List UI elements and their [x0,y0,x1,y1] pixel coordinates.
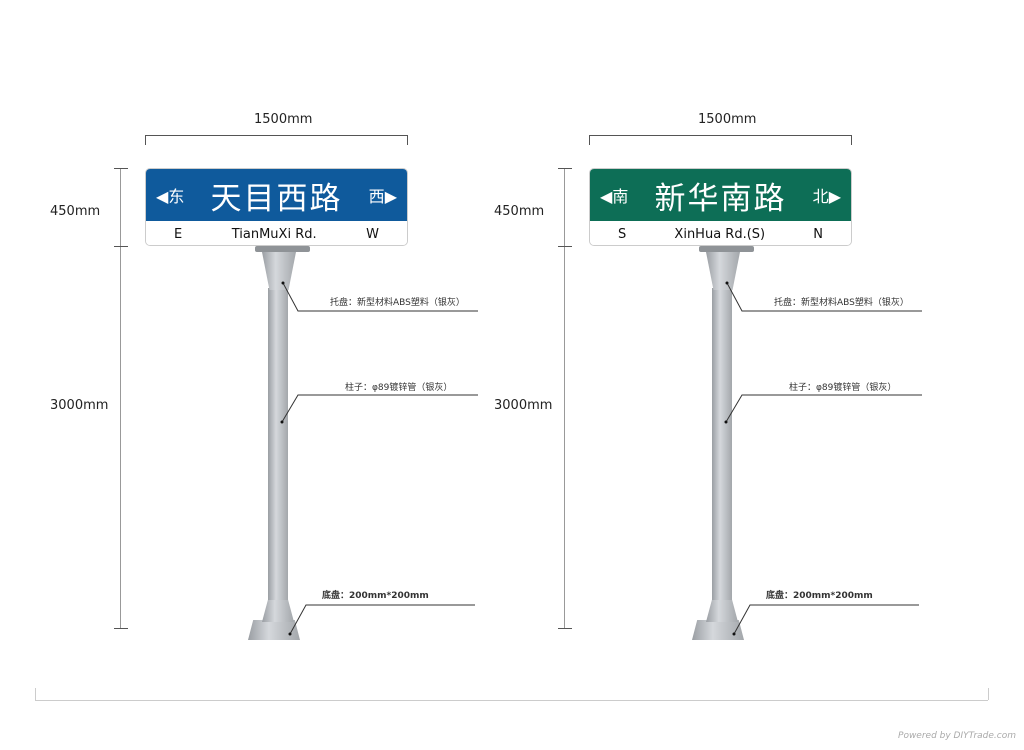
base-plate [692,620,744,640]
callout-leaders [280,281,478,636]
left-direction-text: 东 [168,187,185,206]
sign-panel: ◀东 天目西路 西▶ [146,169,407,221]
base-callout: 底盘：200mm*200mm [322,591,429,601]
dimension-tick [114,168,128,169]
sign-english-row: S XinHua Rd.(S) N [590,221,851,245]
street-name: 天目西路 [210,180,343,217]
right-direction-en: W [366,226,379,242]
right-direction: 北▶ [812,187,841,206]
divider-tick [35,688,36,700]
left-direction: ◀东 [156,187,185,206]
footer-watermark: Powered by DIYTrade.com [898,731,1016,741]
dimension-tick [558,628,572,629]
dimension-tick [114,628,128,629]
divider-tick [988,688,989,700]
street-sign: ◀南 新华南路 北▶ S XinHua Rd.(S) N [589,168,852,246]
base-plate [248,620,300,640]
sign-panel: ◀南 新华南路 北▶ [590,169,851,221]
street-name-en: XinHua Rd.(S) [674,226,766,242]
right-direction-text: 西 [368,187,385,206]
height-dimension-line [564,168,565,628]
dimension-tick [407,135,408,145]
height-dimension-line [120,168,121,628]
sign-height-label: 450mm [50,204,101,219]
tray-callout: 托盘：新型材料ABS塑料（银灰） [330,298,465,308]
right-direction-en: N [813,226,823,242]
pole [268,288,288,600]
pole [712,288,732,600]
pole-callout: 柱子：φ89镀锌管（银灰） [345,383,453,393]
left-direction-text: 南 [612,187,629,206]
baseline-divider [35,700,988,701]
dimension-tick [114,246,128,247]
base-flange [262,598,294,622]
left-direction-en: S [618,226,627,242]
callout-leaders [724,281,922,636]
sign-english-row: E TianMuXi Rd. W [146,221,407,245]
street-name-en: TianMuXi Rd. [231,226,317,242]
tray-plate [699,246,754,252]
tray-callout: 托盘：新型材料ABS塑料（银灰） [774,298,909,308]
right-direction: 西▶ [368,187,397,206]
width-dimension-line [145,135,408,136]
signpost-diagram: 1500mm 450mm 3000mm ◀东 天目西路 西▶ E TianMuX… [0,0,500,700]
street-sign: ◀东 天目西路 西▶ E TianMuXi Rd. W [145,168,408,246]
pole-height-label: 3000mm [494,398,553,413]
dimension-tick [145,135,146,145]
pole-callout: 柱子：φ89镀锌管（银灰） [789,383,897,393]
dimension-tick [589,135,590,145]
base-callout: 底盘：200mm*200mm [766,591,873,601]
street-name: 新华南路 [654,180,787,217]
width-dimension-label: 1500mm [698,112,757,127]
width-dimension-label: 1500mm [254,112,313,127]
signpost-diagram: 1500mm 450mm 3000mm ◀南 新华南路 北▶ S XinHua … [444,0,944,700]
pole-height-label: 3000mm [50,398,109,413]
dimension-tick [558,246,572,247]
sign-height-label: 450mm [494,204,545,219]
left-direction-en: E [174,226,183,242]
left-direction: ◀南 [600,187,629,206]
right-direction-text: 北 [812,187,829,206]
width-dimension-line [589,135,852,136]
dimension-tick [558,168,572,169]
tray-plate [255,246,310,252]
dimension-tick [851,135,852,145]
